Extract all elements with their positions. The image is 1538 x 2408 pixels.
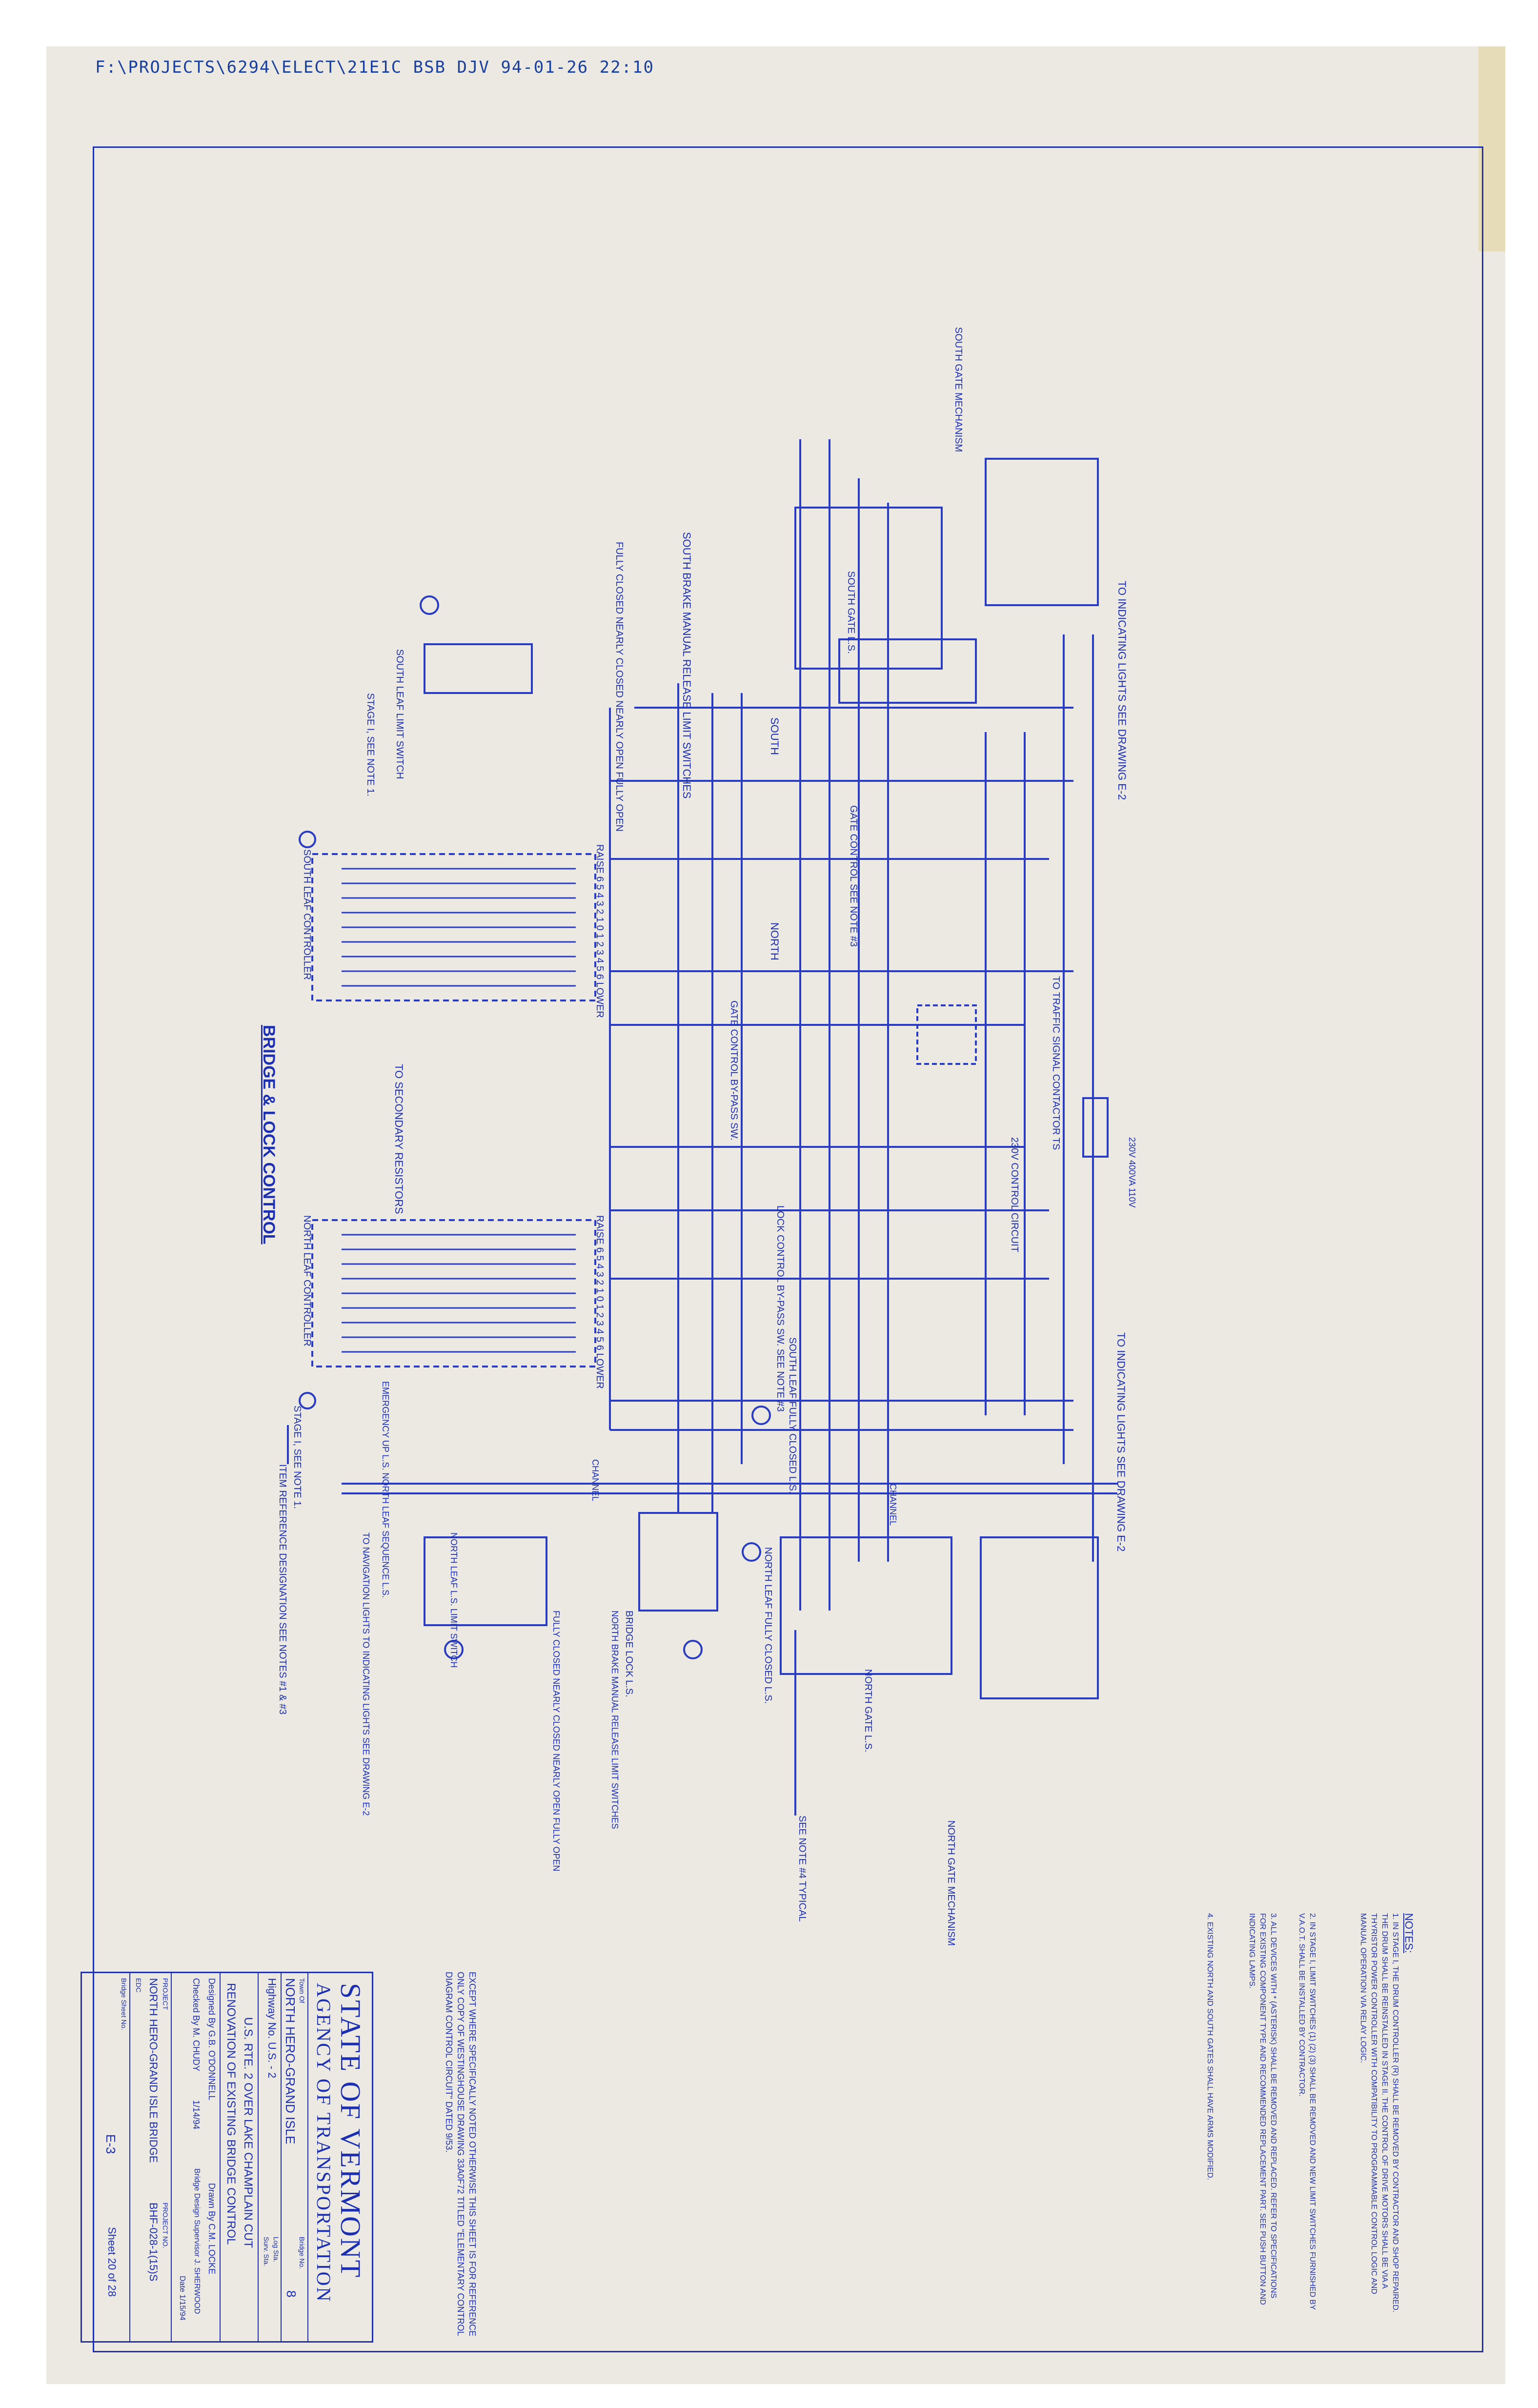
fully-closed-group-label-2: FULLY CLOSED NEARLY CLOSED NEARLY OPEN F… <box>551 1611 561 1872</box>
edc-label: EDC <box>135 1978 142 1993</box>
south-gate-ls-box <box>794 507 943 670</box>
north-leaf-limit-label: NORTH LEAF L.S. LIMIT SWITCH <box>449 1532 459 1668</box>
south-leaf-controller-box <box>311 853 596 1001</box>
raise-lower-2-label: RAISE 6 5 4 3 2 1 0 1 2 3 4 5 6 LOWER <box>594 1215 605 1389</box>
control-circuit-label: 230V CONTROL CIRCUIT <box>1009 1137 1020 1252</box>
see-note-4-label: SEE NOTE #4 TYPICAL <box>797 1816 808 1922</box>
limit-switch-marker-1 <box>420 595 439 615</box>
project-label: PROJECT <box>162 1978 169 2010</box>
bridge-lock-ls <box>638 1512 718 1612</box>
note-4: 4. EXISTING NORTH AND SOUTH GATES SHALL … <box>1206 1913 1214 2181</box>
secondary-resistors-label: TO SECONDARY RESISTORS <box>393 1064 405 1214</box>
south-leaf-fully-closed-label: SOUTH LEAF FULLY CLOSED L.S. <box>787 1337 798 1494</box>
drawing-sheet <box>46 46 1505 2384</box>
highway-label: Highway No. U.S. - 2 <box>266 1978 278 2079</box>
south-leaf-controller-label: SOUTH LEAF CONTROLLER <box>302 849 312 980</box>
north-label: NORTH <box>769 922 781 960</box>
south-controller-contacts <box>342 868 576 987</box>
indicating-lights-label-2: TO INDICATING LIGHTS SEE DRAWING E-2 <box>1115 1332 1127 1552</box>
gate-control-label: GATE CONTROL SEE NOTE #3 <box>848 805 859 947</box>
channel-label-1: CHANNEL <box>590 1459 600 1502</box>
reference-note: EXCEPT WHERE SPECIFICALLY NOTED OTHERWIS… <box>444 1972 477 2337</box>
south-label: SOUTH <box>769 717 781 755</box>
north-controller-contacts <box>342 1234 576 1353</box>
file-path: F:\PROJECTS\6294\ELECT\21E1C BSB DJV 94-… <box>95 58 654 77</box>
limit-switch-marker-1b <box>444 1640 464 1659</box>
bridge-no-label: Bridge No. <box>298 2237 306 2269</box>
fully-closed-group-label: FULLY CLOSED NEARLY CLOSED NEARLY OPEN F… <box>614 542 625 832</box>
sheet-no: E-3 <box>103 2134 118 2154</box>
bridge-lock-label: BRIDGE LOCK L.S. <box>624 1611 634 1697</box>
project-name: NORTH HERO-GRAND ISLE BRIDGE <box>147 1978 160 2163</box>
south-brake-label: SOUTH BRAKE MANUAL RELEASE LIMIT SWITCHE… <box>681 532 693 799</box>
item-ref-label: ITEM REFERENCE DESIGNATION SEE NOTES #1 … <box>277 1464 288 1715</box>
limit-switch-marker-2 <box>683 1640 703 1659</box>
controller-marker-r1 <box>299 831 316 848</box>
log-sta-label: Log Sta. <box>272 2237 280 2263</box>
south-gate-mechanism-label: SOUTH GATE MECHANISM <box>953 327 964 452</box>
north-brake-label: NORTH BRAKE MANUAL RELEASE LIMIT SWITCHE… <box>610 1611 620 1829</box>
transformer <box>1082 1097 1109 1158</box>
north-leaf-controller-label: NORTH LEAF CONTROLLER <box>302 1215 312 1347</box>
traffic-signal-contactor <box>916 1004 977 1065</box>
stage1-note-r2-label: STAGE I, SEE NOTE 1. <box>292 1406 303 1509</box>
checked-by: Checked By M. CHUDY <box>191 1978 201 2072</box>
raise-lower-1-label: RAISE 6 5 4 3 2 1 0 1 2 3 4 5 6 LOWER <box>594 844 605 1018</box>
lock-bypass-label: LOCK CONTROL BY-PASS SW. SEE NOTE #3 <box>775 1205 786 1412</box>
designed-by: Designed By G.B. O'DONNELL <box>207 1978 217 2101</box>
limit-switch-marker-3b <box>742 1542 761 1562</box>
drawing-border <box>93 146 1483 2352</box>
project-no: BHF-028-1(15)S <box>147 2203 160 2282</box>
design-supervisor: Bridge Design Supervisor J. SHERWOOD <box>193 2168 201 2314</box>
agency-line-1: STATE OF VERMONT <box>335 1983 366 2279</box>
bridge-sheet-label: Bridge Sheet No. <box>120 1978 128 2030</box>
north-gate-ls-label: NORTH GATE L.S. <box>863 1669 873 1753</box>
emergency-label: EMERGENCY UP L.S. NORTH LEAF SEQUENCE L.… <box>381 1381 390 1598</box>
gate-bypass-label: GATE CONTROL BY-PASS SW. <box>729 1000 739 1141</box>
south-gate-mechanism-box <box>985 458 1099 606</box>
south-leaf-limit-label: SOUTH LEAF LIMIT SWITCH <box>394 649 405 779</box>
south-leaf-limit-switch <box>424 643 533 694</box>
date-2: Date 1/15/94 <box>178 2276 186 2321</box>
surv-sta-label: Surv. Sta. <box>263 2237 270 2266</box>
town-label: Town Of <box>298 1978 306 2003</box>
north-leaf-limit-switch <box>424 1536 547 1626</box>
north-gate-mechanism-label: NORTH GATE MECHANISM <box>946 1820 956 1946</box>
north-leaf-controller-box <box>311 1219 596 1367</box>
title-block: STATE OF VERMONT AGENCY OF TRANSPORTATIO… <box>81 1972 373 2343</box>
bridge-no-value: 8 <box>284 2290 299 2298</box>
stage1-note-r1-label: STAGE I, SEE NOTE 1. <box>365 693 376 796</box>
controller-marker-r2 <box>299 1392 316 1409</box>
town-value: NORTH HERO-GRAND ISLE <box>283 1978 298 2144</box>
agency-line-2: AGENCY OF TRANSPORTATION <box>313 1983 335 2303</box>
nav-lights-label: TO NAVIGATION LIGHTS TO INDICATING LIGHT… <box>361 1532 371 1816</box>
drawn-by: Drawn By C.M. LOCKE <box>207 2183 217 2275</box>
notes-heading: NOTES: <box>1403 1913 1415 1953</box>
south-gate-ls-label: SOUTH GATE L.S. <box>846 571 856 654</box>
transformer-label: 230V 400VA 110V <box>1127 1137 1137 1208</box>
note-1: 1. IN STAGE I, THE DRUM CONTROLLER (R) S… <box>1359 1913 1399 2313</box>
date-1: 1/14/94 <box>191 2100 201 2130</box>
note-3: 3. ALL DEVICES WITH * (ASTERISK) SHALL B… <box>1248 1913 1277 2305</box>
project-desc-2: RENOVATION OF EXISTING BRIDGE CONTROL <box>224 1983 238 2245</box>
diagram-title: BRIDGE & LOCK CONTROL <box>260 1025 278 1245</box>
south-gate-ls-contacts <box>838 638 977 704</box>
north-gate-ls-box <box>780 1536 952 1675</box>
project-no-label: PROJECT NO. <box>162 2203 169 2248</box>
north-leaf-fully-closed-label: NORTH LEAF FULLY CLOSED L.S. <box>763 1547 773 1704</box>
north-gate-mechanism-box <box>980 1536 1099 1699</box>
sheet-count: Sheet 20 of 28 <box>106 2227 118 2297</box>
traffic-signal-label: TO TRAFFIC SIGNAL CONTACTOR TS <box>1051 976 1061 1150</box>
channel-label-2: CHANNEL <box>888 1484 898 1526</box>
indicating-lights-label-1: TO INDICATING LIGHTS SEE DRAWING E-2 <box>1116 581 1128 800</box>
limit-switch-marker-3 <box>751 1406 771 1425</box>
note-2: 2. IN STAGE I, LIMIT SWITCHES (1) (2) (3… <box>1297 1913 1316 2310</box>
project-desc: U.S. RTE. 2 OVER LAKE CHAMPLAIN CUT <box>242 2017 255 2248</box>
